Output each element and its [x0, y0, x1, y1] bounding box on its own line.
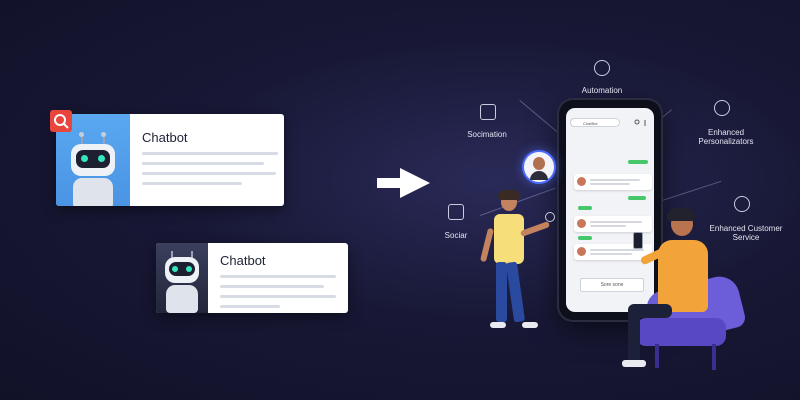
bot-message [574, 216, 652, 232]
text-line [142, 172, 276, 175]
text-line [220, 275, 336, 278]
text-line [142, 152, 278, 155]
search-icon [54, 114, 69, 129]
support-icon [734, 196, 750, 212]
avatar [524, 152, 554, 182]
card-title: Chatbot [142, 130, 188, 145]
search-icon[interactable] [634, 119, 650, 127]
feature-label: Enhanced Personalizators [698, 128, 754, 146]
handheld-phone [633, 232, 643, 249]
target-icon [545, 212, 555, 222]
text-line [220, 295, 336, 298]
smartphone: ChatBot Sore sone [559, 100, 661, 320]
user-message [578, 236, 592, 240]
text-line [142, 162, 264, 165]
bot-message [574, 244, 652, 260]
user-message [578, 206, 592, 210]
card-title: Chatbot [220, 253, 266, 268]
user-icon [480, 104, 496, 120]
app-name: ChatBot [570, 118, 620, 127]
chatbot-card-primary: Chatbot [56, 114, 284, 206]
feature-label: Socimation [467, 130, 507, 139]
phone-action-button[interactable]: Sore sone [580, 278, 644, 292]
text-line [142, 182, 242, 185]
chat-icon [448, 204, 464, 220]
text-line [220, 305, 280, 308]
gear-icon [594, 60, 610, 76]
user-message [628, 196, 646, 200]
phone-screen: ChatBot Sore sone [566, 108, 654, 312]
person-icon [714, 100, 730, 116]
bot-message [574, 174, 652, 190]
robot-image [156, 243, 208, 313]
feature-label: Automation [581, 86, 623, 95]
feature-label: Enhanced Customer Service [709, 224, 783, 242]
ray [662, 180, 722, 201]
chatbot-card-secondary: Chatbot [156, 243, 348, 313]
text-line [220, 285, 324, 288]
robot-image [56, 114, 130, 206]
user-message [628, 160, 648, 164]
search-badge[interactable] [50, 110, 72, 132]
feature-label: Sociar [444, 231, 468, 240]
